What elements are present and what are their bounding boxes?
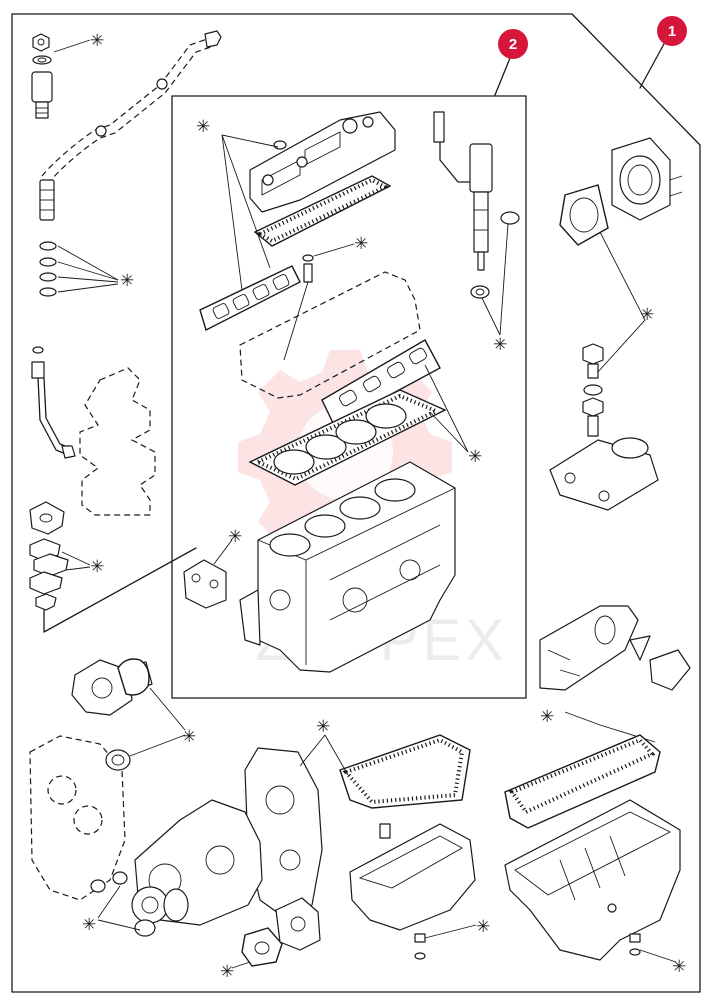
part-timing-cover-gasket (339, 734, 471, 809)
callout-mark: ✳ (640, 305, 654, 325)
cylinder-head-outline (239, 271, 421, 399)
badge-kit-1: 1 (657, 16, 687, 46)
fuel-leak-off-pipe (41, 30, 222, 185)
part-rocker-cover-gasket (253, 175, 392, 247)
callout-mark: ✳ (220, 962, 234, 982)
callout-mark: ✳ (468, 447, 482, 467)
part-rear-seal-gasket (559, 184, 609, 246)
part-water-outlet (549, 343, 659, 511)
part-manifold-gasket (199, 265, 301, 332)
callout-mark: ✳ (493, 335, 507, 355)
kit-1-border (11, 13, 701, 993)
part-exhaust-gasket (321, 339, 441, 426)
callout-mark: ✳ (196, 117, 210, 137)
callout-mark: ✳ (120, 271, 134, 291)
part-drain-plug (629, 933, 641, 956)
callout-mark: ✳ (672, 957, 686, 977)
gear-case-outline (29, 735, 126, 901)
crankshaft-outline (79, 367, 156, 516)
part-thermostat-housing (29, 501, 69, 611)
callout-mark: ✳ (90, 31, 104, 51)
part-oil-sump-small (349, 823, 476, 931)
callout-mark: ✳ (82, 915, 96, 935)
part-cover-gasket-small (183, 559, 227, 609)
part-front-oil-seal (105, 749, 131, 771)
callout-mark: ✳ (540, 707, 554, 727)
part-engine-block (239, 461, 456, 673)
part-oil-tube (31, 361, 76, 459)
part-water-pump-gasket (117, 658, 150, 696)
part-small-seals (90, 871, 156, 937)
callout-mark: ✳ (354, 234, 368, 254)
part-head-gasket (248, 389, 447, 486)
part-injector-nozzle-small (32, 179, 57, 354)
badge-kit-2-label: 2 (509, 36, 517, 53)
part-intake-manifold (539, 605, 691, 691)
part-oil-pan-gasket (504, 734, 661, 829)
part-oil-pan (504, 799, 681, 961)
callout-mark: ✳ (90, 557, 104, 577)
part-rocker-cover (249, 111, 396, 213)
kit-2-border (171, 95, 527, 699)
callout-mark: ✳ (316, 717, 330, 737)
part-cover-gasket-bottom (241, 897, 321, 967)
part-gear-housing (131, 799, 263, 926)
part-nut-and-washer (31, 33, 53, 119)
part-front-plate (244, 747, 323, 919)
callout-mark: ✳ (476, 917, 490, 937)
part-seal-small (302, 254, 314, 283)
badge-kit-2: 2 (498, 29, 528, 59)
kit-2-leader (494, 57, 511, 96)
part-rear-seal-housing (611, 137, 683, 221)
callout-mark: ✳ (228, 527, 242, 547)
part-drain-plug-small (414, 933, 426, 960)
badge-kit-1-label: 1 (668, 23, 676, 40)
kit-1-leader (639, 41, 666, 89)
part-fuel-injector (433, 111, 520, 299)
callout-mark: ✳ (182, 727, 196, 747)
